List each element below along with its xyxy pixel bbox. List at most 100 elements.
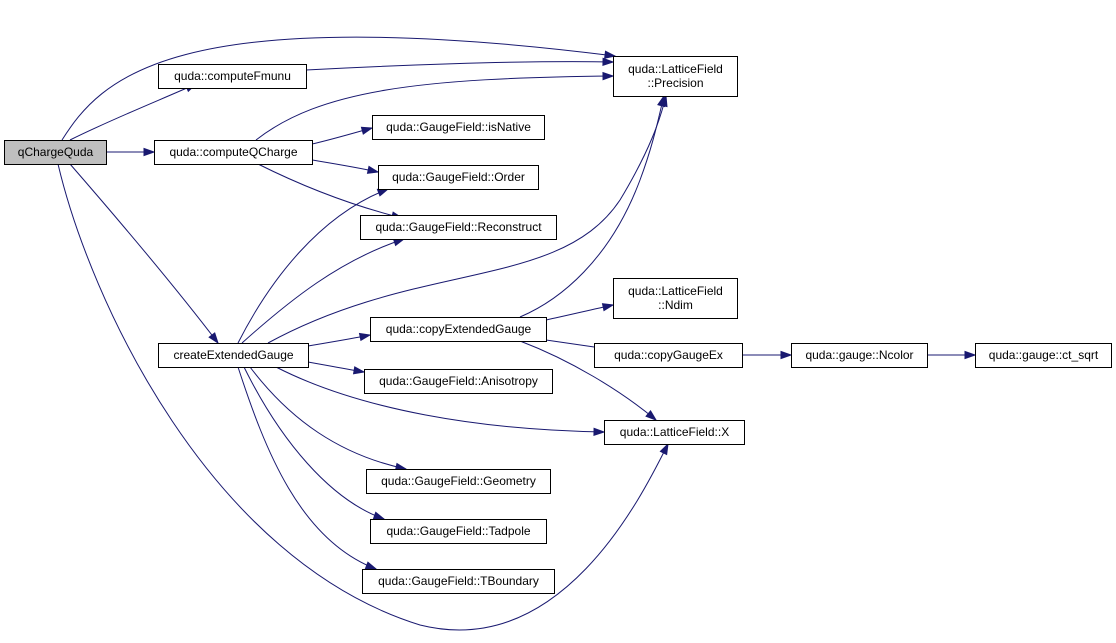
arrowhead-icon <box>601 303 615 312</box>
node-label: quda::gauge::ct_sqrt <box>989 348 1099 362</box>
node-lf_X[interactable]: quda::LatticeField::X <box>604 420 745 445</box>
node-gf_Anisotropy[interactable]: quda::GaugeField::Anisotropy <box>364 369 553 394</box>
node-box <box>158 343 309 368</box>
edge-line <box>305 61 614 71</box>
node-box <box>360 215 557 240</box>
node-gf_Order[interactable]: quda::GaugeField::Order <box>378 165 539 190</box>
node-gf_Geometry[interactable]: quda::GaugeField::Geometry <box>366 469 551 494</box>
edge-line <box>57 163 669 631</box>
arrowhead-icon <box>376 188 390 197</box>
node-copyGaugeEx[interactable]: quda::copyGaugeEx <box>594 343 743 368</box>
edge-line <box>237 366 377 570</box>
node-box <box>370 519 547 544</box>
edge-line <box>519 340 657 421</box>
node-label: qChargeQuda <box>18 145 94 159</box>
edge-qChargeQuda-to-computeQCharge <box>105 147 156 157</box>
edge-copyGaugeEx-to-gauge_Ncolor <box>742 350 793 360</box>
arrowhead-icon <box>360 126 374 135</box>
edge-line <box>257 163 403 219</box>
call-edges <box>57 36 977 631</box>
node-box <box>366 469 551 494</box>
edge-line <box>519 95 665 318</box>
edge-copyExtendedGauge-to-lf_X <box>519 340 658 421</box>
arrowhead-icon <box>604 50 617 59</box>
node-gf_TBoundary[interactable]: quda::GaugeField::TBoundary <box>362 569 555 594</box>
node-gf_Reconstruct[interactable]: quda::GaugeField::Reconstruct <box>360 215 557 240</box>
edge-line <box>275 366 605 433</box>
edge-createExtendedGauge-to-gf_Tadpole <box>243 366 386 520</box>
node-computeFmunu[interactable]: quda::computeFmunu <box>158 64 307 89</box>
node-box <box>370 317 547 342</box>
arrowhead-icon <box>364 561 378 570</box>
arrowhead-icon <box>645 410 658 421</box>
node-gauge_ct_sqrt[interactable]: quda::gauge::ct_sqrt <box>975 343 1112 368</box>
edge-computeQCharge-to-gf_Order <box>311 159 380 174</box>
node-copyExtendedGauge[interactable]: quda::copyExtendedGauge <box>370 317 547 342</box>
edge-createExtendedGauge-to-lf_X <box>275 366 606 437</box>
node-box <box>613 56 738 97</box>
node-box <box>158 64 307 89</box>
node-label: ::Precision <box>647 76 703 90</box>
node-box <box>154 140 313 165</box>
edge-copyExtendedGauge-to-lf_Precision <box>519 94 666 318</box>
arrowhead-icon <box>366 165 380 174</box>
node-label: quda::GaugeField::Tadpole <box>386 524 530 538</box>
node-label: quda::gauge::Ncolor <box>805 348 913 362</box>
edge-createExtendedGauge-to-gf_TBoundary <box>237 366 378 570</box>
node-box <box>975 343 1112 368</box>
edge-computeFmunu-to-lf_Precision <box>305 57 615 71</box>
edge-line <box>69 163 219 344</box>
node-qChargeQuda: qChargeQuda <box>4 140 107 165</box>
node-gf_Tadpole[interactable]: quda::GaugeField::Tadpole <box>370 519 547 544</box>
node-label: quda::copyGaugeEx <box>614 348 723 362</box>
node-label: quda::computeFmunu <box>174 69 291 83</box>
node-gauge_Ncolor[interactable]: quda::gauge::Ncolor <box>791 343 928 368</box>
node-label: quda::LatticeField::X <box>620 425 729 439</box>
node-label: ::Ndim <box>658 298 693 312</box>
node-createExtendedGauge[interactable]: createExtendedGauge <box>158 343 309 368</box>
edge-createExtendedGauge-to-gf_Order <box>237 188 390 344</box>
node-box <box>4 140 107 165</box>
arrowhead-icon <box>780 350 793 360</box>
call-nodes: qChargeQuda quda::computeFmunuquda::compu… <box>4 56 1112 594</box>
node-label: quda::GaugeField::Anisotropy <box>379 374 538 388</box>
edge-copyExtendedGauge-to-lf_Ndim <box>545 303 615 321</box>
edge-qChargeQuda-to-lf_Precision <box>61 36 617 141</box>
edge-line <box>255 75 614 141</box>
edge-qChargeQuda-to-createExtendedGauge <box>69 163 219 345</box>
node-label: quda::GaugeField::TBoundary <box>378 574 539 588</box>
node-box <box>791 343 928 368</box>
node-gf_isNative[interactable]: quda::GaugeField::isNative <box>372 115 545 140</box>
arrowhead-icon <box>602 71 615 81</box>
arrowhead-icon <box>358 332 372 342</box>
edge-createExtendedGauge-to-copyExtendedGauge <box>307 332 372 347</box>
node-label: quda::GaugeField::Order <box>392 170 525 184</box>
node-box <box>362 569 555 594</box>
node-box <box>372 115 545 140</box>
edge-line <box>267 95 667 344</box>
node-box <box>604 420 745 445</box>
arrowhead-icon <box>372 511 386 520</box>
node-box <box>613 278 738 319</box>
edge-line <box>241 238 405 344</box>
edge-createExtendedGauge-to-gf_Anisotropy <box>307 361 366 375</box>
arrowhead-icon <box>964 350 977 360</box>
edge-computeQCharge-to-lf_Precision <box>255 71 615 141</box>
arrowhead-icon <box>593 427 606 437</box>
node-label: quda::computeQCharge <box>169 145 297 159</box>
node-computeQCharge[interactable]: quda::computeQCharge <box>154 140 313 165</box>
edge-qChargeQuda-to-lf_X <box>57 163 669 631</box>
edge-createExtendedGauge-to-gf_Reconstruct <box>241 238 406 344</box>
edge-line <box>237 188 389 344</box>
node-lf_Precision[interactable]: quda::LatticeField::Precision <box>613 56 738 97</box>
node-label: quda::copyExtendedGauge <box>386 322 532 336</box>
edge-gauge_Ncolor-to-gauge_ct_sqrt <box>927 350 977 360</box>
node-box <box>378 165 539 190</box>
arrowhead-icon <box>208 332 219 345</box>
node-label: quda::LatticeField <box>628 62 723 76</box>
node-lf_Ndim[interactable]: quda::LatticeField::Ndim <box>613 278 738 319</box>
node-label: quda::GaugeField::Geometry <box>381 474 536 488</box>
arrowhead-icon <box>352 366 366 375</box>
arrowhead-icon <box>143 147 156 157</box>
